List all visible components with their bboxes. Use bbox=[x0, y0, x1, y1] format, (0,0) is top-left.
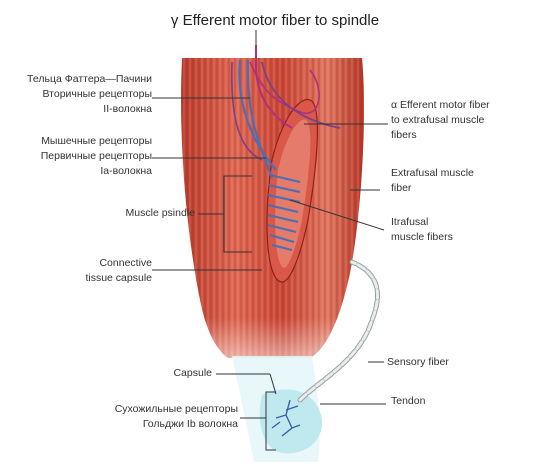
label-connective-capsule-line2: tissue capsule bbox=[85, 272, 152, 284]
label-muscle-spindle-text: Muscle psindle bbox=[125, 207, 195, 219]
golgi-sensory-fiber bbox=[297, 259, 380, 403]
annulospiral-coils bbox=[267, 174, 301, 251]
label-capsule: Capsule bbox=[173, 366, 212, 381]
label-alpha-efferent-line1: α Efferent motor fiber bbox=[391, 99, 490, 111]
label-pacini: Тельца Фаттера—Пачини Вторичные рецептор… bbox=[27, 72, 152, 117]
label-connective-capsule-line1: Connective bbox=[99, 257, 152, 269]
label-golgi-line1: Сухожильные рецепторы bbox=[114, 403, 238, 415]
label-alpha-efferent: α Efferent motor fiber to extrafusal mus… bbox=[391, 98, 490, 143]
tendon bbox=[232, 356, 323, 462]
label-golgi: Сухожильные рецепторы Гольджи Ib волокна bbox=[115, 402, 238, 432]
label-golgi-line2: Гольджи Ib волокна bbox=[142, 418, 238, 430]
label-intrafusal-line2: muscle fibers bbox=[391, 231, 453, 243]
label-tendon: Tendon bbox=[391, 394, 425, 409]
label-sensory-fiber: Sensory fiber bbox=[387, 355, 449, 370]
label-pacini-line3: II-волокна bbox=[103, 103, 152, 115]
muscle-spindle bbox=[266, 98, 318, 283]
leader-lines bbox=[152, 30, 388, 451]
label-connective-capsule: Connective tissue capsule bbox=[85, 256, 152, 286]
label-pacini-line2: Вторичные рецепторы bbox=[42, 88, 152, 100]
label-intrafusal: Itrafusal muscle fibers bbox=[391, 215, 453, 245]
label-tendon-text: Tendon bbox=[391, 395, 426, 407]
label-alpha-efferent-line2: to extrafusal muscle bbox=[391, 114, 485, 126]
label-capsule-text: Capsule bbox=[173, 367, 212, 379]
label-extrafusal-line1: Extrafusal muscle bbox=[391, 167, 474, 179]
golgi-tendon-organ bbox=[271, 399, 301, 437]
label-sensory-fiber-text: Sensory fiber bbox=[387, 356, 449, 368]
label-muscle-receptors-line2: Первичные рецепторы bbox=[40, 150, 152, 162]
label-alpha-efferent-line3: fibers bbox=[391, 129, 417, 141]
sensory-ii-fiber bbox=[238, 59, 277, 171]
figure-title: γ Efferent motor fiber to spindle bbox=[170, 12, 380, 29]
label-pacini-line1: Тельца Фаттера—Пачини bbox=[27, 73, 152, 85]
gamma-motor-fiber bbox=[255, 45, 293, 129]
sensory-ia-fiber bbox=[246, 59, 274, 179]
label-muscle-receptors-line3: Ia-волокна bbox=[100, 165, 152, 177]
alpha-motor-fiber bbox=[261, 61, 341, 129]
nerve-fibers bbox=[230, 45, 341, 179]
label-extrafusal: Extrafusal muscle fiber bbox=[391, 166, 474, 196]
label-muscle-receptors-line1: Мышечные рецепторы bbox=[41, 135, 152, 147]
label-muscle-receptors: Мышечные рецепторы Первичные рецепторы I… bbox=[41, 134, 152, 179]
label-intrafusal-line1: Itrafusal bbox=[391, 216, 429, 228]
label-muscle-spindle: Muscle psindle bbox=[126, 206, 195, 221]
label-extrafusal-line2: fiber bbox=[391, 182, 412, 194]
